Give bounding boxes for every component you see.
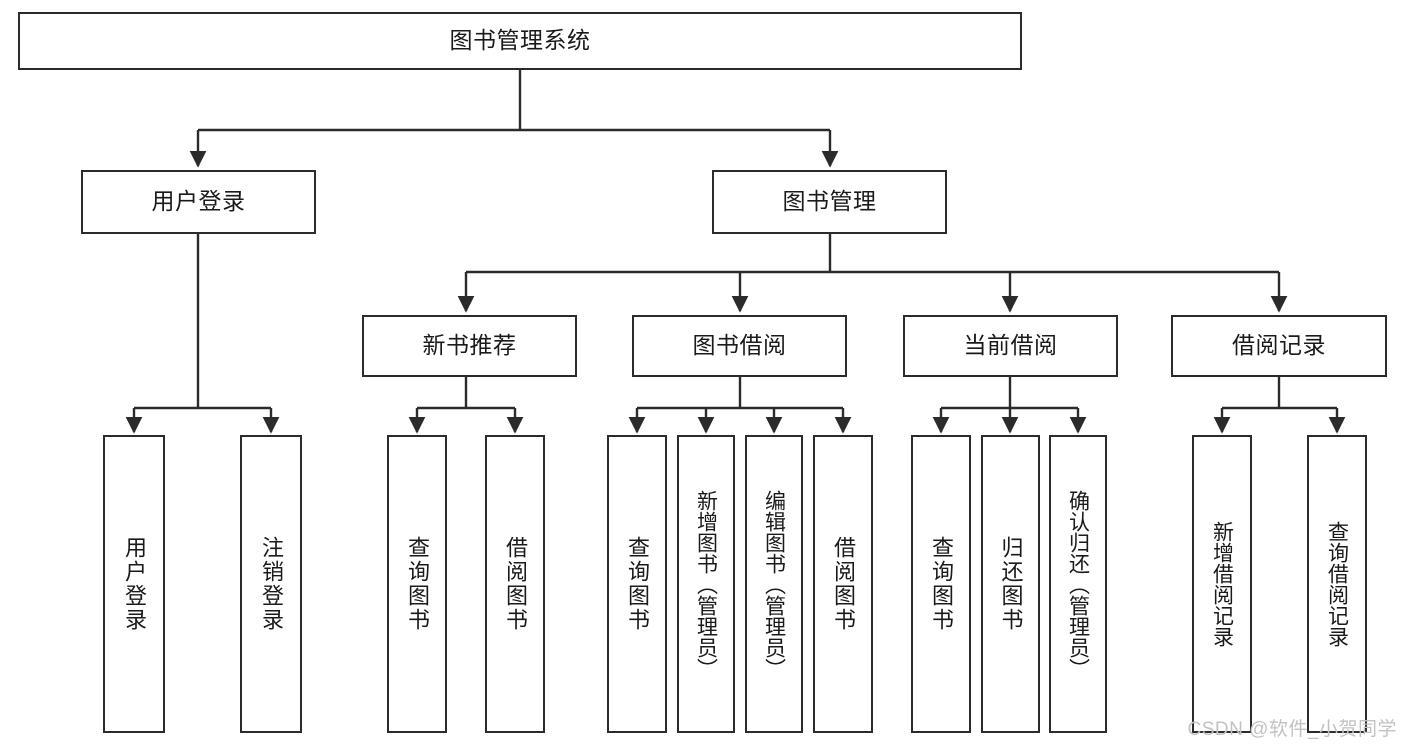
leaf-query-book-3[interactable]: 查询图书 <box>911 435 971 733</box>
node-book-borrow-label: 图书借阅 <box>692 332 787 359</box>
node-borrow-record-label: 借阅记录 <box>1232 332 1326 359</box>
leaf-borrow-book-2-label: 借阅图书 <box>831 536 856 632</box>
leaf-confirm-return[interactable]: 确认归还（管理员） <box>1049 435 1107 733</box>
leaf-query-record-label: 查询借阅记录 <box>1325 521 1349 647</box>
leaf-user-logout-label: 注销登录 <box>259 536 284 632</box>
leaf-confirm-return-label: 确认归还（管理员） <box>1066 489 1090 679</box>
leaf-add-book[interactable]: 新增图书（管理员） <box>677 435 735 733</box>
leaf-user-logout[interactable]: 注销登录 <box>240 435 302 733</box>
leaf-user-login-label: 用户登录 <box>122 536 147 632</box>
node-root[interactable]: 图书管理系统 <box>18 12 1022 70</box>
node-new-book-rec[interactable]: 新书推荐 <box>362 315 577 377</box>
leaf-add-record-label: 新增借阅记录 <box>1210 521 1234 647</box>
leaf-query-book-2-label: 查询图书 <box>625 536 650 632</box>
node-user-login[interactable]: 用户登录 <box>81 170 316 234</box>
leaf-return-book-label: 归还图书 <box>998 536 1024 632</box>
leaf-borrow-book-1[interactable]: 借阅图书 <box>485 435 545 733</box>
leaf-query-record[interactable]: 查询借阅记录 <box>1307 435 1367 733</box>
leaf-query-book-3-label: 查询图书 <box>929 536 954 632</box>
node-new-book-rec-label: 新书推荐 <box>422 332 517 359</box>
node-root-label: 图书管理系统 <box>449 27 591 54</box>
leaf-query-book-1[interactable]: 查询图书 <box>387 435 447 733</box>
leaf-query-book-2[interactable]: 查询图书 <box>607 435 667 733</box>
node-book-manage[interactable]: 图书管理 <box>712 170 947 234</box>
leaf-return-book[interactable]: 归还图书 <box>981 435 1040 733</box>
leaf-borrow-book-2[interactable]: 借阅图书 <box>813 435 873 733</box>
node-book-manage-label: 图书管理 <box>782 188 877 215</box>
node-book-borrow[interactable]: 图书借阅 <box>632 315 847 377</box>
leaf-edit-book-label: 编辑图书（管理员） <box>762 489 786 679</box>
leaf-user-login[interactable]: 用户登录 <box>103 435 165 733</box>
leaf-add-record[interactable]: 新增借阅记录 <box>1192 435 1252 733</box>
leaf-borrow-book-1-label: 借阅图书 <box>503 536 528 632</box>
node-user-login-label: 用户登录 <box>151 188 246 215</box>
leaf-edit-book[interactable]: 编辑图书（管理员） <box>745 435 803 733</box>
node-current-borrow-label: 当前借阅 <box>963 332 1058 359</box>
csdn-watermark: CSDN @软件_小贺同学 <box>1187 719 1397 740</box>
leaf-add-book-label: 新增图书（管理员） <box>694 489 718 679</box>
node-current-borrow[interactable]: 当前借阅 <box>903 315 1118 377</box>
leaf-query-book-1-label: 查询图书 <box>405 536 430 632</box>
node-borrow-record[interactable]: 借阅记录 <box>1171 315 1387 377</box>
